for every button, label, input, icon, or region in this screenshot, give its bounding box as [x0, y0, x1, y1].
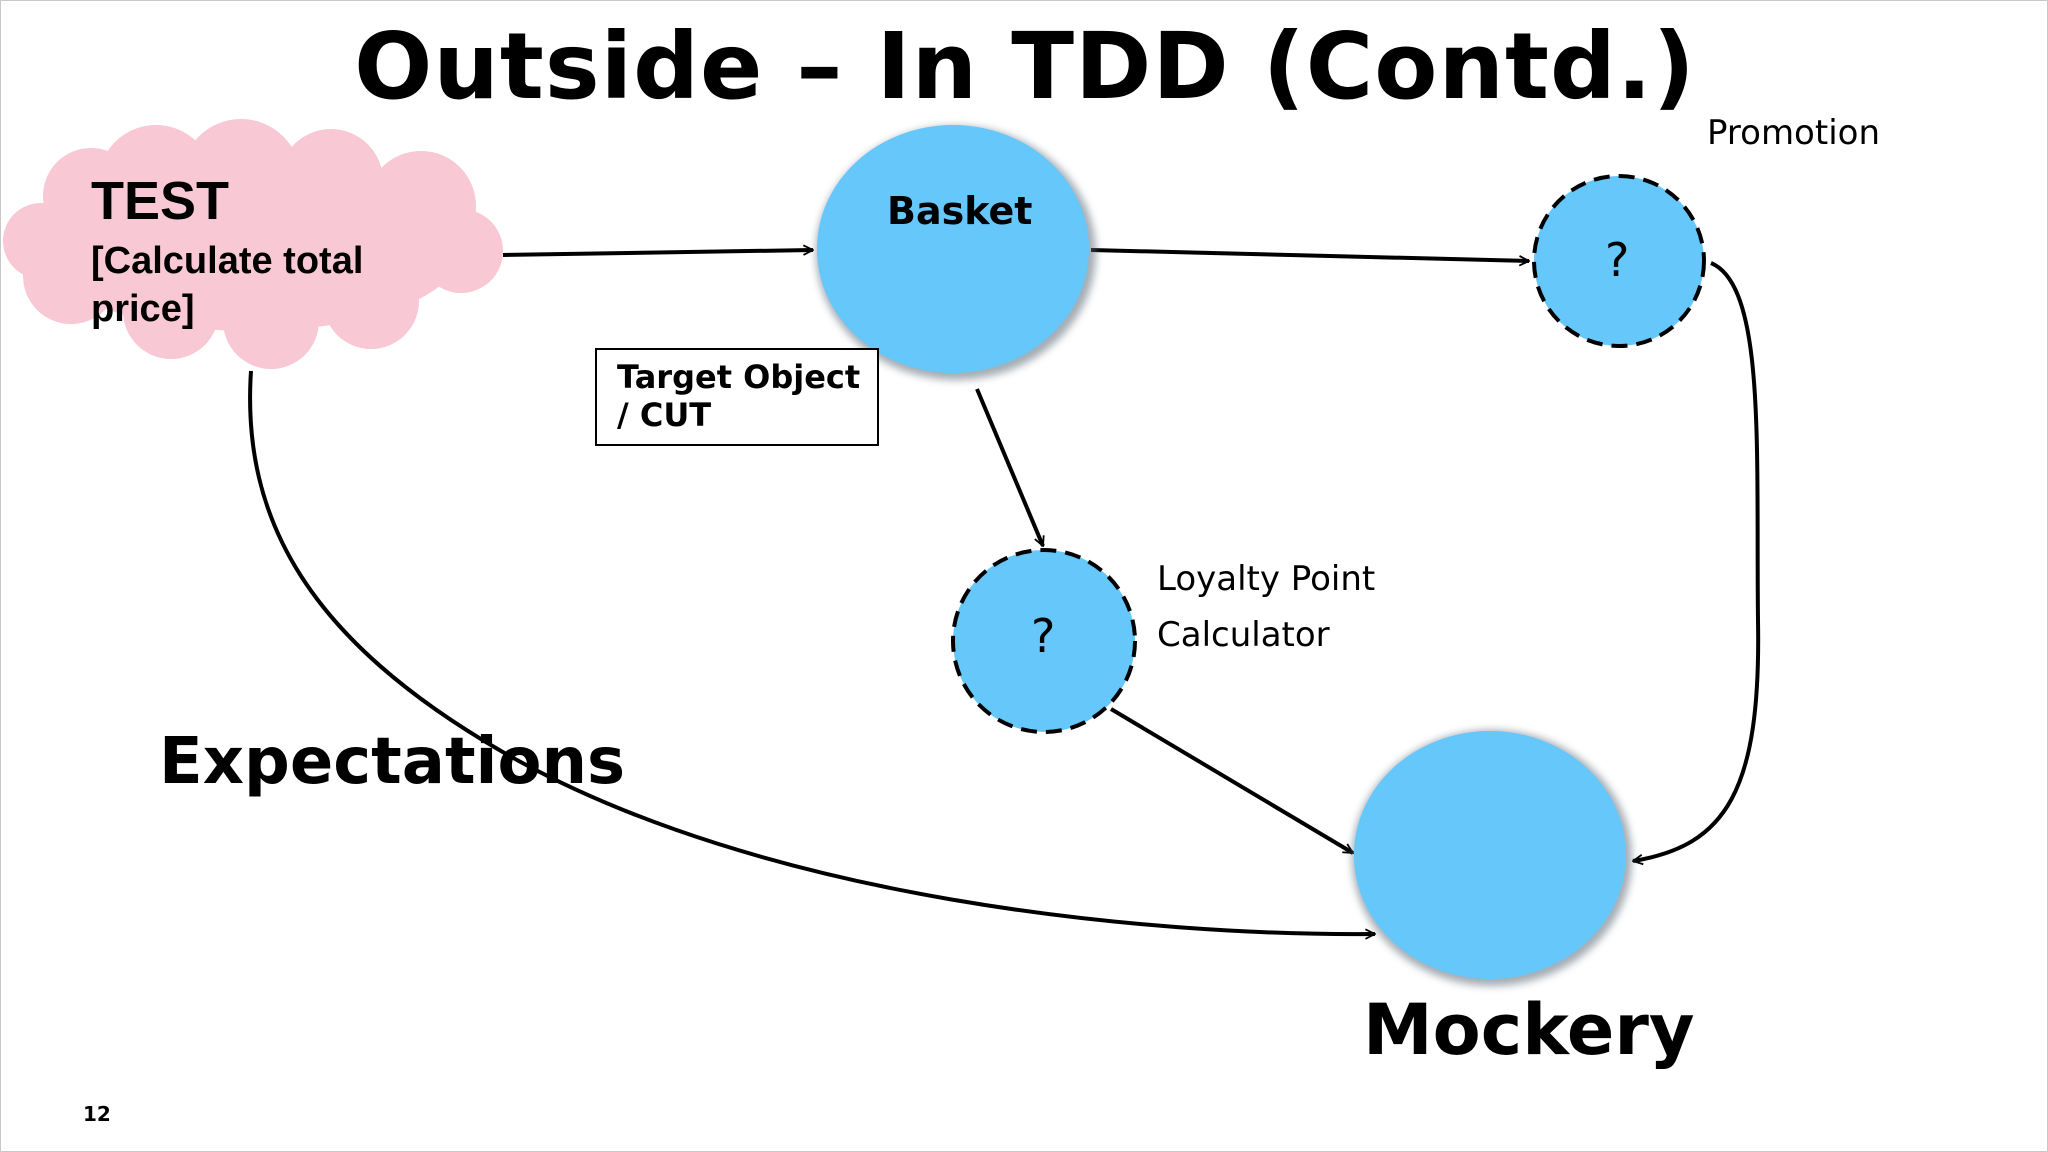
loyalty-label: Loyalty Point Calculator — [1157, 559, 1376, 655]
test-cloud — [3, 119, 503, 369]
loyalty-circle — [951, 548, 1137, 734]
arrow-test-to-mockery — [248, 370, 1375, 934]
basket-label: Basket — [887, 189, 1033, 233]
arrow-basket-to-promotion — [1090, 248, 1529, 261]
test-subtitle: [Calculate total price] — [91, 240, 364, 330]
promotion-circle — [1532, 174, 1706, 348]
arrow-promotion-to-mockery — [1633, 261, 1761, 861]
expectations-label: Expectations — [159, 725, 626, 799]
arrow-loyalty-to-mockery — [1109, 707, 1353, 855]
target-object-box: Target Object / CUT — [595, 348, 879, 446]
mockery-circle — [1352, 730, 1632, 986]
page-number: 12 — [83, 1102, 111, 1126]
mockery-label: Mockery — [1363, 989, 1695, 1071]
arrow-test-to-basket — [502, 250, 813, 257]
promotion-label: Promotion — [1707, 113, 1880, 153]
arrow-basket-to-loyalty — [975, 388, 1045, 546]
test-title: TEST — [91, 171, 230, 231]
slide-title: Outside – In TDD (Contd.) — [354, 13, 1696, 120]
basket-circle — [816, 125, 1096, 380]
loyalty-placeholder: ? — [1031, 609, 1056, 663]
target-object-label: Target Object / CUT — [617, 358, 861, 434]
promotion-placeholder: ? — [1605, 233, 1630, 287]
